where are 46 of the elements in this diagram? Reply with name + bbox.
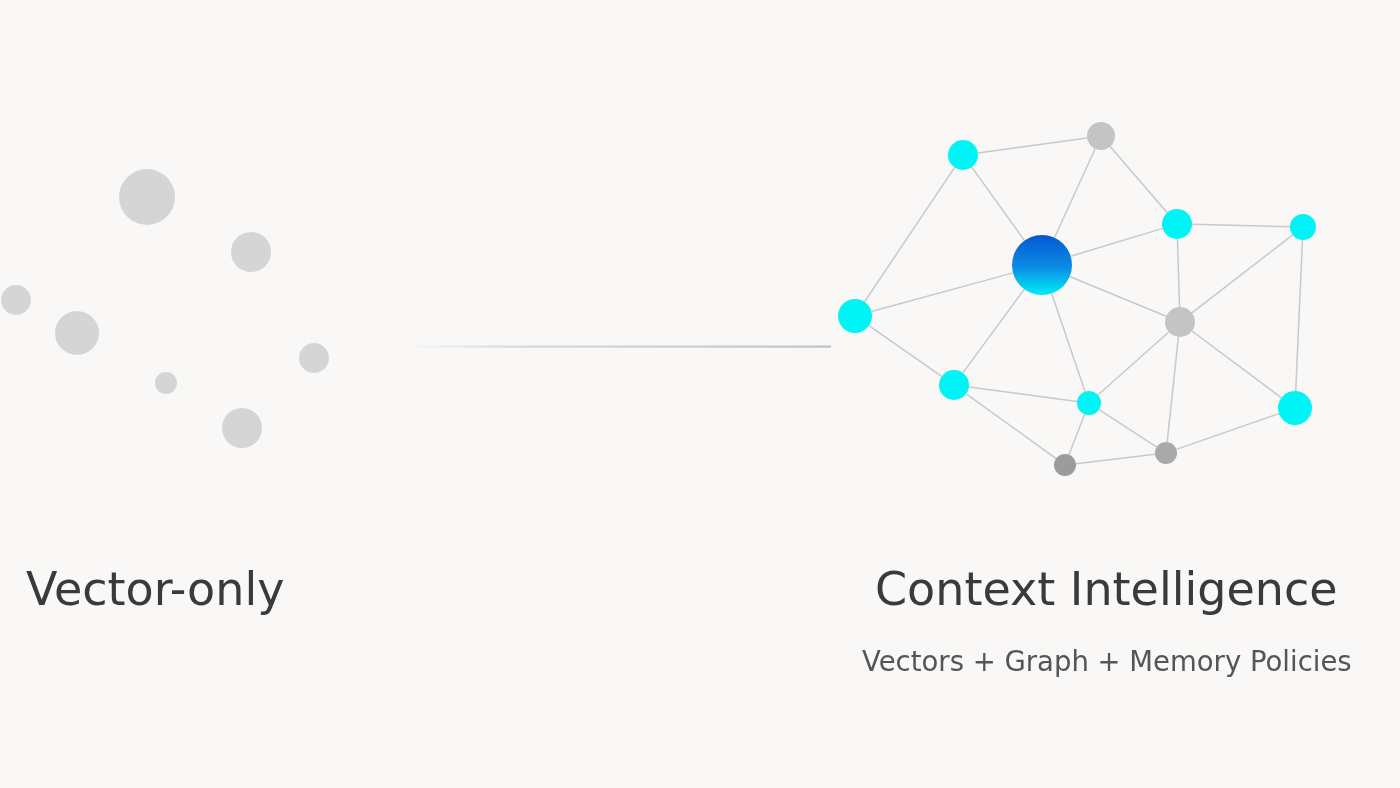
network-link <box>1295 239 1304 392</box>
network-node <box>838 299 872 333</box>
scatter-dot <box>1 285 31 315</box>
network-link <box>962 288 1025 374</box>
network-link <box>1098 408 1158 448</box>
network-node <box>1155 442 1177 464</box>
hub-node <box>1012 235 1072 295</box>
network-node <box>1162 209 1192 239</box>
network-link <box>968 386 1078 403</box>
network-node <box>948 140 978 170</box>
scatter-dot <box>119 169 175 225</box>
subtitle-text: Vectors + Graph + Memory Policies <box>862 646 1352 678</box>
network-link <box>1050 292 1086 393</box>
network-link <box>870 272 1014 313</box>
network-link <box>1191 234 1294 314</box>
network-node <box>1290 214 1316 240</box>
network-link <box>1175 412 1280 451</box>
heading-text: Context Intelligence <box>875 562 1338 616</box>
network-link <box>863 166 956 303</box>
network-link <box>1191 330 1283 399</box>
heading-text: Vector-only <box>26 562 285 616</box>
network-link <box>965 393 1057 460</box>
network-link <box>1097 331 1170 396</box>
network-node <box>1278 391 1312 425</box>
scatter-dot <box>155 372 177 394</box>
network-link <box>1069 227 1164 258</box>
network-node <box>1165 307 1195 337</box>
network-node <box>939 370 969 400</box>
network-link <box>1166 336 1180 443</box>
network-link <box>971 166 1026 242</box>
network-node <box>1087 122 1115 150</box>
network-link <box>1109 145 1168 214</box>
network-link <box>977 137 1088 154</box>
network-node <box>1054 454 1076 476</box>
scatter-dot <box>231 232 271 272</box>
network-link <box>1176 238 1181 308</box>
network-link <box>1069 275 1167 317</box>
network-link <box>1075 453 1156 465</box>
network-link <box>1068 413 1086 456</box>
network-link <box>1191 223 1291 228</box>
network-node <box>1077 391 1101 415</box>
scatter-dot <box>55 311 99 355</box>
scatter-dot <box>222 408 262 448</box>
network-link <box>1053 148 1096 239</box>
scatter-dot <box>299 343 329 373</box>
network-link <box>868 324 943 378</box>
